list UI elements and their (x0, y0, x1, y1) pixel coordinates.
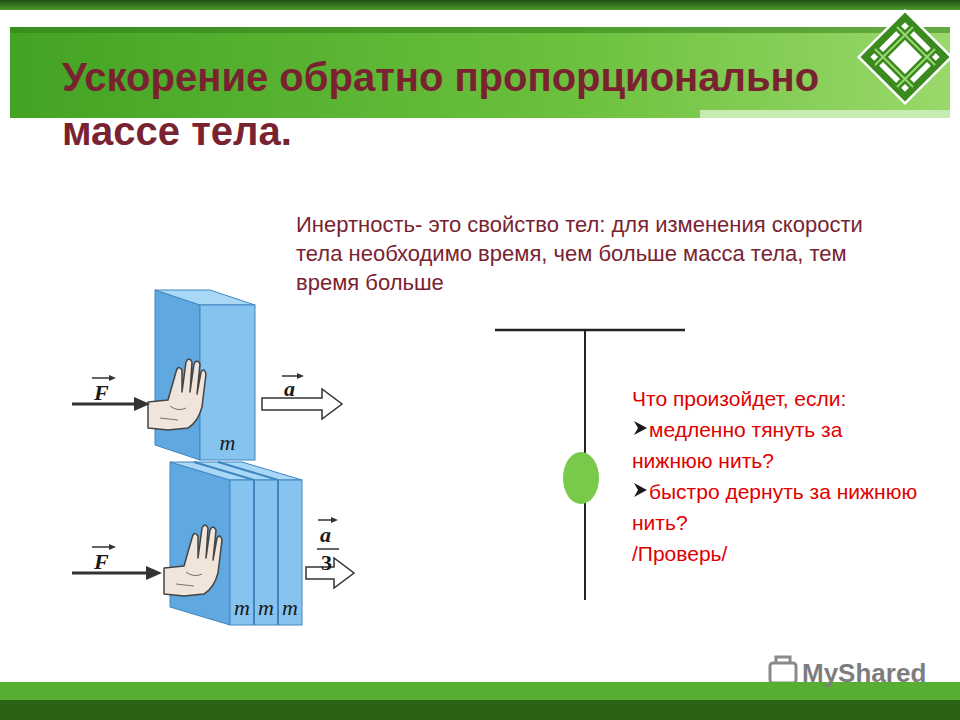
logo (857, 9, 953, 105)
question-item: медленно тянуть за нижнюю нить? (632, 414, 922, 476)
mass-slab: m (230, 480, 254, 625)
top-bar (0, 0, 960, 10)
force-arrow (72, 375, 150, 411)
note-text: Инертность- это свойство тел: для измене… (296, 210, 896, 297)
mass-slab: m (200, 305, 255, 460)
mass-label: m (258, 597, 274, 619)
acceleration-label: a (284, 376, 295, 401)
question-text: Что произойдет, если: (632, 383, 932, 414)
slide-title: Ускорение обратно пропорционально массе … (62, 50, 822, 158)
question-text: /Проверь/ (632, 538, 922, 569)
mass-label: m (220, 432, 236, 454)
acceleration-arrow (262, 373, 342, 419)
mass-label: m (282, 597, 298, 619)
hand (164, 525, 222, 596)
fraction-denominator: 3 (321, 550, 332, 575)
band-edge (700, 110, 950, 118)
bottom-bar (0, 700, 960, 720)
acceleration-arrow (306, 517, 354, 588)
force-label: F (94, 380, 109, 405)
mass-slab: m (278, 480, 302, 625)
force-arrow (72, 544, 162, 580)
acceleration-label: a (320, 522, 331, 547)
watermark: MyShared (802, 658, 926, 688)
mass-slab: m (254, 480, 278, 625)
force-label: F (94, 549, 109, 574)
mass-label: m (234, 597, 250, 619)
band-edge (10, 27, 950, 33)
question-item: быстро дернуть за нижнюю нить? (632, 476, 922, 538)
hand (148, 359, 206, 430)
